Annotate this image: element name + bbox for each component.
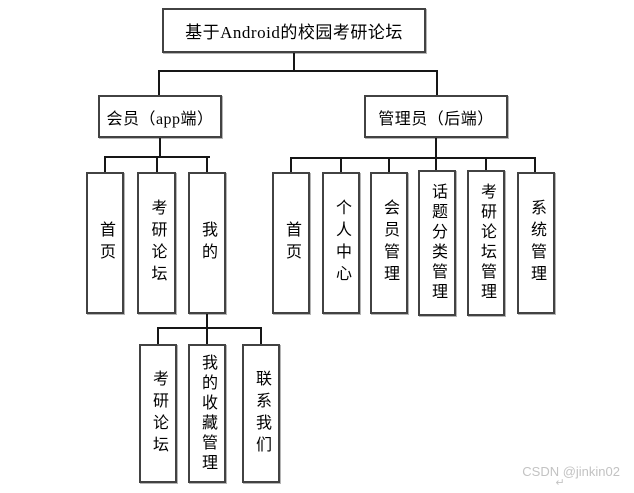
connector-mine-drop-3 [260, 327, 262, 344]
root-node-label: 基于Android的校园考研论坛 [185, 23, 403, 42]
connector-member-drop-1 [104, 156, 106, 172]
node-admin-profile: 个人中心 [322, 172, 360, 314]
connector-member-drop-2 [156, 156, 158, 172]
connector-member-drop-3 [206, 156, 208, 172]
connector-admin-drop-6 [534, 157, 536, 172]
node-member-forum: 考研论坛 [137, 172, 176, 314]
node-mine-forum: 考研论坛 [139, 344, 177, 483]
connector-root-crossbar [158, 70, 438, 72]
node-mine-forum-label: 考研论坛 [150, 369, 167, 458]
node-admin-member-mgmt: 会员管理 [370, 172, 408, 314]
node-admin-topic-category-mgmt-label: 话题分类管理 [429, 183, 446, 303]
node-admin-profile-label: 个人中心 [333, 199, 350, 287]
connector-mine-stem [206, 314, 208, 329]
connector-root-to-member [158, 70, 160, 95]
node-member-home: 首页 [86, 172, 124, 314]
connector-mine-drop-2 [206, 327, 208, 344]
node-admin-member-mgmt-label: 会员管理 [381, 199, 398, 287]
node-admin-system-mgmt: 系统管理 [517, 172, 555, 314]
root-node: 基于Android的校园考研论坛 [162, 8, 426, 53]
node-admin-backend: 管理员（后端） [364, 95, 508, 138]
node-member-mine: 我的 [188, 172, 226, 314]
node-member-mine-label: 我的 [199, 221, 216, 265]
node-admin-home: 首页 [272, 172, 310, 314]
node-admin-system-mgmt-label: 系统管理 [528, 199, 545, 287]
node-admin-topic-category-mgmt: 话题分类管理 [418, 170, 456, 316]
connector-admin-drop-2 [340, 157, 342, 172]
node-mine-favorites-mgmt-label: 我的收藏管理 [199, 353, 216, 474]
node-member-app-label: 会员（app端） [106, 110, 214, 128]
node-admin-forum-mgmt-label: 考研论坛管理 [478, 183, 495, 303]
connector-admin-crossbar [290, 157, 536, 159]
csdn-watermark: CSDN @jinkin02 [522, 464, 620, 479]
connector-admin-drop-5 [485, 157, 487, 172]
connector-admin-stem [435, 138, 437, 159]
node-admin-backend-label: 管理员（后端） [378, 110, 494, 128]
connector-admin-drop-3 [388, 157, 390, 172]
node-member-app: 会员（app端） [98, 95, 222, 138]
node-mine-contact-us: 联系我们 [242, 344, 280, 483]
node-mine-favorites-mgmt: 我的收藏管理 [188, 344, 226, 483]
connector-root-stem [293, 53, 295, 71]
return-symbol: ↵ [555, 477, 565, 489]
node-admin-forum-mgmt: 考研论坛管理 [467, 170, 505, 316]
connector-mine-drop-1 [157, 327, 159, 344]
node-member-home-label: 首页 [97, 221, 114, 265]
connector-member-stem [159, 138, 161, 158]
node-admin-home-label: 首页 [283, 221, 300, 265]
connector-admin-drop-4 [435, 157, 437, 172]
node-member-forum-label: 考研论坛 [148, 199, 166, 287]
node-mine-contact-us-label: 联系我们 [253, 369, 270, 458]
connector-mine-crossbar [157, 327, 262, 329]
connector-admin-drop-1 [290, 157, 292, 172]
connector-root-to-admin [436, 70, 438, 95]
